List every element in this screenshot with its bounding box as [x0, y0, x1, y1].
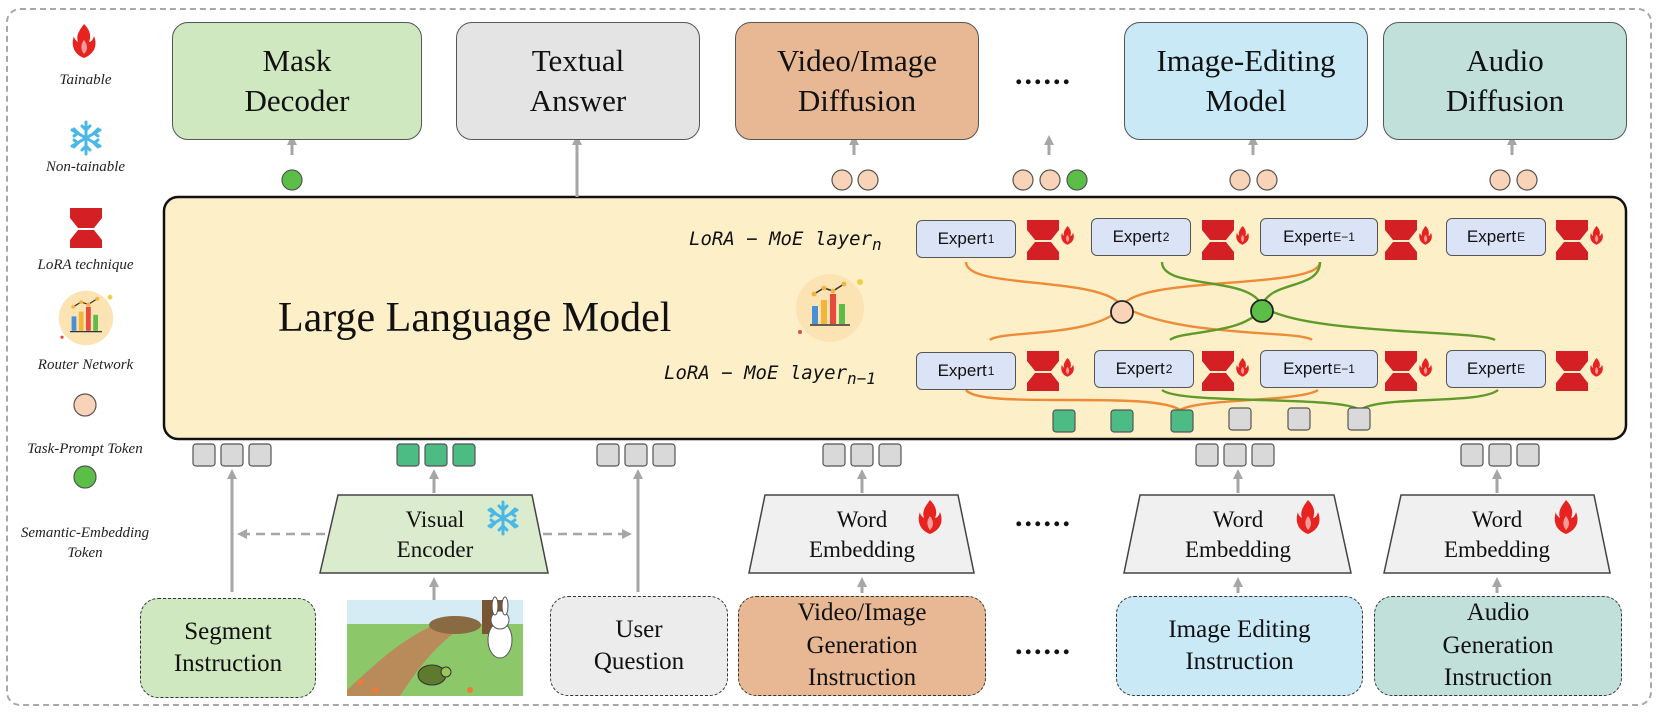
task-token	[1039, 169, 1061, 191]
word-embedding-label-3: Word Embedding	[1443, 507, 1551, 562]
legend-lora-icon	[70, 208, 102, 248]
task-token	[1489, 169, 1511, 191]
legend-task-prompt-label: Task-Prompt Token	[27, 441, 143, 457]
legend-router-label: Router Network	[37, 357, 134, 373]
llm-title: Large Language Model	[278, 295, 672, 341]
router-icon	[795, 273, 865, 343]
legend-fire-icon	[72, 24, 96, 58]
encoder-ellipsis: ......	[1015, 500, 1072, 533]
word-embedding-shape-3	[1383, 494, 1611, 574]
router-node-orange	[1110, 300, 1134, 324]
image-editing-model-box: Image-Editing Model	[1124, 22, 1368, 140]
input-cartoon-image	[347, 596, 523, 696]
legend-semantic-embedding-label: Semantic-Embedding Token	[20, 525, 150, 562]
textual-answer-box: Textual Answer	[456, 22, 700, 140]
output-arrows	[287, 135, 1517, 197]
legend-trainable-label: Tainable	[59, 72, 112, 88]
llm-inner-tokens	[1052, 407, 1371, 433]
input-ellipsis: ......	[1015, 628, 1072, 661]
moe-routing-lines	[964, 261, 1499, 412]
task-token	[1256, 169, 1278, 191]
legend-task-token-icon	[73, 393, 97, 417]
task-token	[857, 169, 879, 191]
legend-snowflake-icon	[70, 120, 102, 156]
video-image-diffusion-box: Video/Image Diffusion	[735, 22, 979, 140]
task-token	[1229, 169, 1251, 191]
user-question-box: User Question	[550, 596, 728, 696]
legend-non-trainable-label: Non-tainable	[45, 159, 126, 175]
visual-encoder-label: Visual Encoder	[396, 507, 474, 562]
semantic-token	[1066, 169, 1088, 191]
word-embedding-shape-1	[748, 494, 975, 574]
layer-n1-label: LoRA − MoE layern−1	[664, 362, 876, 388]
output-ellipsis: ......	[1015, 58, 1072, 91]
image-editing-instruction-box: Image Editing Instruction	[1116, 596, 1363, 696]
output-tokens	[281, 169, 1538, 191]
router-node-green	[1250, 299, 1274, 323]
word-embedding-label-1: Word Embedding	[808, 507, 916, 562]
task-token	[1012, 169, 1034, 191]
video-image-generation-instruction-box: Video/Image Generation Instruction	[738, 596, 986, 696]
semantic-token	[281, 169, 303, 191]
input-arrows	[227, 469, 1502, 602]
audio-diffusion-box: Audio Diffusion	[1383, 22, 1627, 140]
word-embedding-label-2: Word Embedding	[1184, 507, 1292, 562]
segment-instruction-box: Segment Instruction	[140, 598, 316, 698]
legend-semantic-token-icon	[73, 465, 97, 489]
task-token	[1516, 169, 1538, 191]
mask-decoder-box: Mask Decoder	[172, 22, 422, 140]
word-embedding-shape-2	[1123, 494, 1352, 574]
task-token	[831, 169, 853, 191]
legend-router-icon	[58, 290, 114, 346]
legend-lora-label: LoRA technique	[37, 257, 134, 273]
audio-generation-instruction-box: Audio Generation Instruction	[1374, 596, 1622, 696]
layer-n-label: LoRA − MoE layern	[689, 228, 882, 254]
diagram-frame	[6, 8, 1652, 706]
input-token-rows	[192, 443, 1540, 467]
